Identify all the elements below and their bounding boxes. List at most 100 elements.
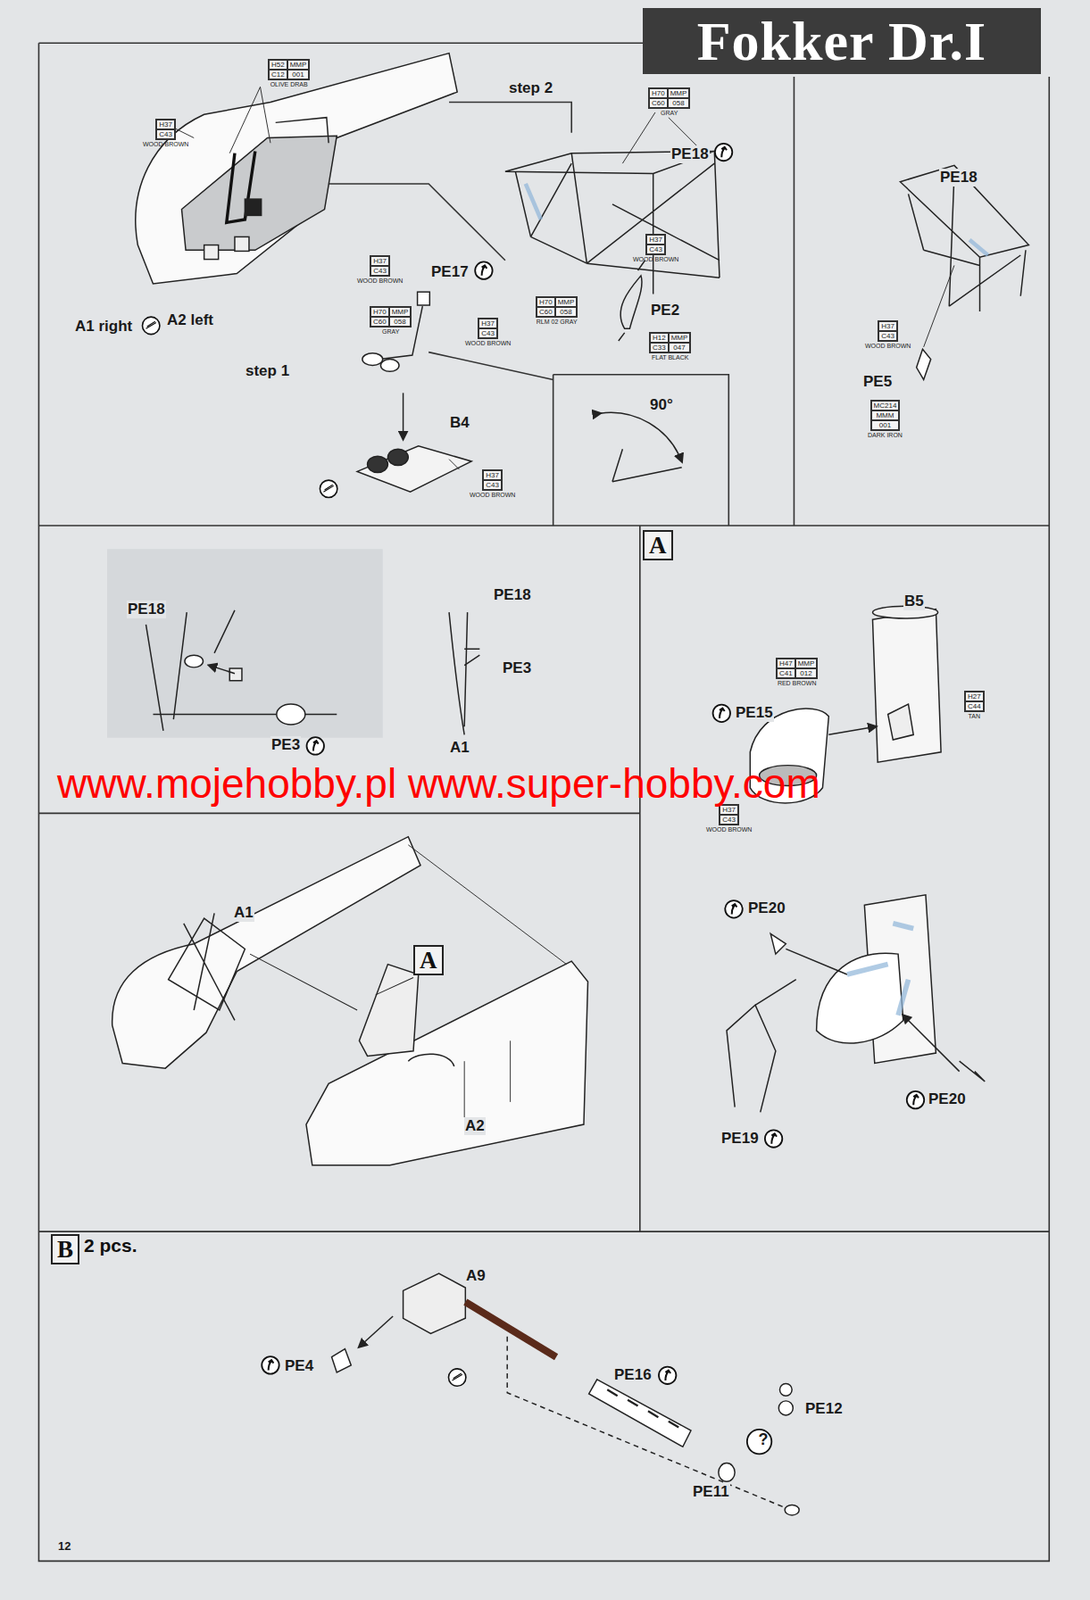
paint-code: 001 [287,69,310,80]
paint-code: H37 [646,234,666,245]
paint-code: H70 [649,88,668,99]
paint-code: H12 [649,332,669,343]
paint-code: C43 [478,328,498,339]
part-label: 90° [649,396,674,415]
paint-name: WOOD BROWN [706,826,752,834]
paint-code-box: MC214MMM001DARK IRON [867,399,903,440]
paint-code: H52 [268,59,288,70]
paint-code-box: H37C43WOOD BROWN [142,118,189,149]
part-label: PE17 [430,263,470,282]
paint-grid: H37C43 [718,804,740,826]
paint-name: WOOD BROWN [357,277,403,285]
paint-code: C33 [649,342,669,353]
paint-code-box: H70MMPC60058GRAY [648,87,691,117]
paint-code: C41 [776,668,796,679]
paint-code: MMP [287,59,310,70]
paint-code: H37 [478,318,498,329]
paint-name: WOOD BROWN [469,491,516,500]
paint-grid: H37C43 [877,320,899,342]
paint-code: H37 [482,470,502,481]
part-label: step 2 [507,79,554,98]
paint-code: C44 [965,701,984,712]
paint-name: OLIVE DRAB [267,81,310,89]
paint-grid: H12MMPC33047 [649,332,691,354]
paint-name: DARK IRON [867,432,903,440]
paint-code: 012 [795,668,818,679]
step-marker: B2 pcs. [50,1234,138,1265]
part-label: A1 right [74,317,134,336]
paint-code: C43 [878,331,898,342]
paint-code: 058 [389,316,412,327]
part-label: PE20 [927,1090,967,1109]
paint-code: C43 [156,129,175,140]
paint-code: MMM [871,410,900,421]
paint-code: H70 [536,297,556,308]
paint-code-box: H37C43WOOD BROWN [706,804,752,834]
step-letter: A [413,945,444,976]
paint-grid: H37C43 [477,317,499,340]
part-label: PE12 [804,1400,844,1419]
paint-code: 001 [871,420,900,431]
paint-code: C43 [482,480,502,491]
paint-grid: H37C43 [155,118,176,141]
paint-grid: H27C44 [964,690,985,713]
paint-code-box: H70MMPC60058RLM 02 GRAY [535,296,578,326]
part-label: PE19 [720,1130,760,1149]
part-label: PE18 [670,145,710,164]
part-label: PE2 [649,301,681,320]
paint-grid: H37C43 [482,469,503,491]
part-label: A1 [232,904,255,923]
part-label: B5 [903,592,925,611]
part-label: A2 [464,1117,486,1136]
paint-name: FLAT BLACK [649,354,691,362]
part-label: PE5 [862,373,893,392]
paint-code: H37 [878,321,898,332]
paint-code: MMP [555,297,578,308]
page-number: 12 [57,1539,72,1554]
step-note: 2 pcs. [83,1234,138,1258]
paint-name: TAN [964,713,985,721]
part-label: PE3 [501,659,533,678]
paint-code: C43 [646,244,666,255]
part-label: PE3 [270,736,301,755]
step-marker: A [642,530,674,561]
paint-code: MMP [389,307,412,317]
paint-code: MC214 [871,400,900,411]
paint-name: WOOD BROWN [142,141,189,149]
paint-name: GRAY [648,109,691,117]
part-label: step 1 [244,362,291,381]
paint-code-box: H27C44TAN [964,690,985,721]
step-letter: B [50,1234,80,1265]
paint-code: 047 [668,342,691,353]
paint-code: 058 [555,307,578,317]
paint-code: H27 [965,691,984,702]
paint-code: MMP [795,658,818,669]
part-label: B4 [449,414,471,433]
paint-code-box: H37C43WOOD BROWN [632,233,679,264]
part-label: PE16 [613,1366,653,1385]
paint-grid: H70MMPC60058 [369,306,412,328]
paint-grid: H47MMPC41012 [775,657,818,680]
step-letter: A [642,530,674,561]
part-label: PE4 [283,1357,315,1376]
paint-name: WOOD BROWN [865,342,911,350]
part-label: ? [753,1431,774,1450]
paint-code: C43 [370,266,390,276]
part-label: PE11 [691,1483,731,1502]
part-label: PE18 [939,168,979,187]
paint-grid: H37C43 [369,255,391,277]
paint-name: RLM 02 GRAY [535,318,578,326]
paint-code: C12 [268,69,288,80]
paint-grid: H70MMPC60058 [535,296,578,318]
paint-code-box: H70MMPC60058GRAY [369,306,412,336]
paint-code: C60 [370,316,390,327]
paint-code-box: H37C43WOOD BROWN [357,255,403,285]
paint-code: H47 [776,658,796,669]
paint-code: MMP [667,88,691,99]
part-label: A2 left [166,311,215,330]
paint-code-box: H37C43WOOD BROWN [865,320,911,350]
part-label: A1 [449,739,471,758]
paint-code: H37 [370,256,390,267]
paint-code: C60 [649,98,668,109]
paint-name: WOOD BROWN [632,256,679,264]
